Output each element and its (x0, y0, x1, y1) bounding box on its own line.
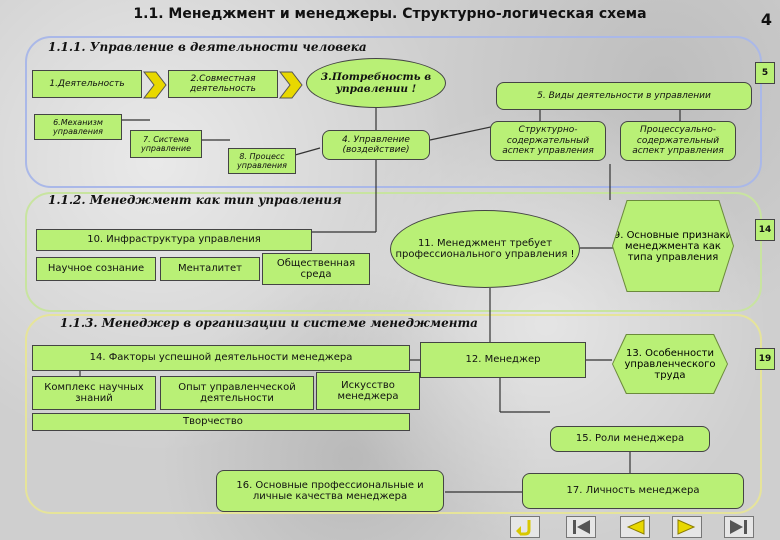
box-professional-qualities: 16. Основные профессиональные и личные к… (216, 470, 444, 512)
page-link-19[interactable]: 19 (755, 348, 775, 370)
box-managerial-labor: 13. Особенности управленческого труда (612, 334, 728, 394)
box-success-factors: 14. Факторы успешной деятельности менедж… (32, 345, 410, 371)
box-mentality: Менталитет (160, 257, 260, 281)
prev-slide-button[interactable] (620, 516, 650, 538)
box-mechanism: 6.Механизм управления (34, 114, 122, 140)
box-social-environment: Общественная среда (262, 253, 370, 285)
section-heading-3: 1.1.3. Менеджер в организации и системе … (60, 316, 478, 330)
return-button[interactable] (510, 516, 540, 538)
box-infrastructure: 10. Инфраструктура управления (36, 229, 312, 251)
box-manager-art: Искусство менеджера (316, 372, 420, 410)
page-title: 1.1. Менеджмент и менеджеры. Структурно-… (133, 6, 647, 22)
box-activity: 1.Деятельность (32, 70, 142, 98)
page-link-5[interactable]: 5 (755, 62, 775, 84)
box-scientific-consciousness: Научное сознание (36, 257, 156, 281)
box-management-influence: 4. Управление (воздействие) (322, 130, 430, 160)
box-procedural-aspect: Процессуально-содержательный аспект упра… (620, 121, 736, 161)
last-icon (730, 520, 747, 534)
management-features-text: 9. Основные признаки менеджмента как тип… (613, 201, 733, 291)
box-professional-management: 11. Менеджмент требует профессионального… (390, 210, 580, 288)
section-region-1 (25, 36, 762, 188)
arrow-2-icon (278, 71, 303, 99)
prev-icon (626, 519, 645, 535)
box-management-experience: Опыт управленческой деятельности (160, 376, 314, 410)
next-icon (677, 519, 696, 535)
page-link-14[interactable]: 14 (755, 219, 775, 241)
box-scientific-knowledge: Комплекс научных знаний (32, 376, 156, 410)
section-region-2 (25, 192, 762, 312)
box-activity-types: 5. Виды деятельности в управлении (496, 82, 752, 110)
box-creativity: Творчество (32, 413, 410, 431)
first-slide-button[interactable] (566, 516, 596, 538)
box-manager-roles: 15. Роли менеджера (550, 426, 710, 452)
section-region-3 (25, 314, 762, 514)
box-process: 8. Процесс управления (228, 148, 296, 174)
return-icon (516, 520, 531, 536)
managerial-labor-text: 13. Особенности управленческого труда (613, 335, 727, 393)
box-structural-aspect: Структурно-содержательный аспект управле… (490, 121, 606, 161)
box-joint-activity: 2.Совместная деятельность (168, 70, 278, 98)
box-system: 7. Система управление (130, 130, 202, 158)
arrow-1-icon (142, 71, 167, 99)
box-manager-personality: 17. Личность менеджера (522, 473, 744, 509)
section-heading-1: 1.1.1. Управление в деятельности человек… (48, 40, 367, 54)
box-management-features: 9. Основные признаки менеджмента как тип… (612, 200, 734, 292)
box-need-for-management: 3.Потребность в управлении ! (306, 58, 446, 108)
first-icon (573, 520, 590, 534)
last-slide-button[interactable] (724, 516, 754, 538)
section-heading-2: 1.1.2. Менеджмент как тип управления (48, 193, 342, 207)
page-number: 4 (760, 10, 772, 29)
next-slide-button[interactable] (672, 516, 702, 538)
box-manager: 12. Менеджер (420, 342, 586, 378)
